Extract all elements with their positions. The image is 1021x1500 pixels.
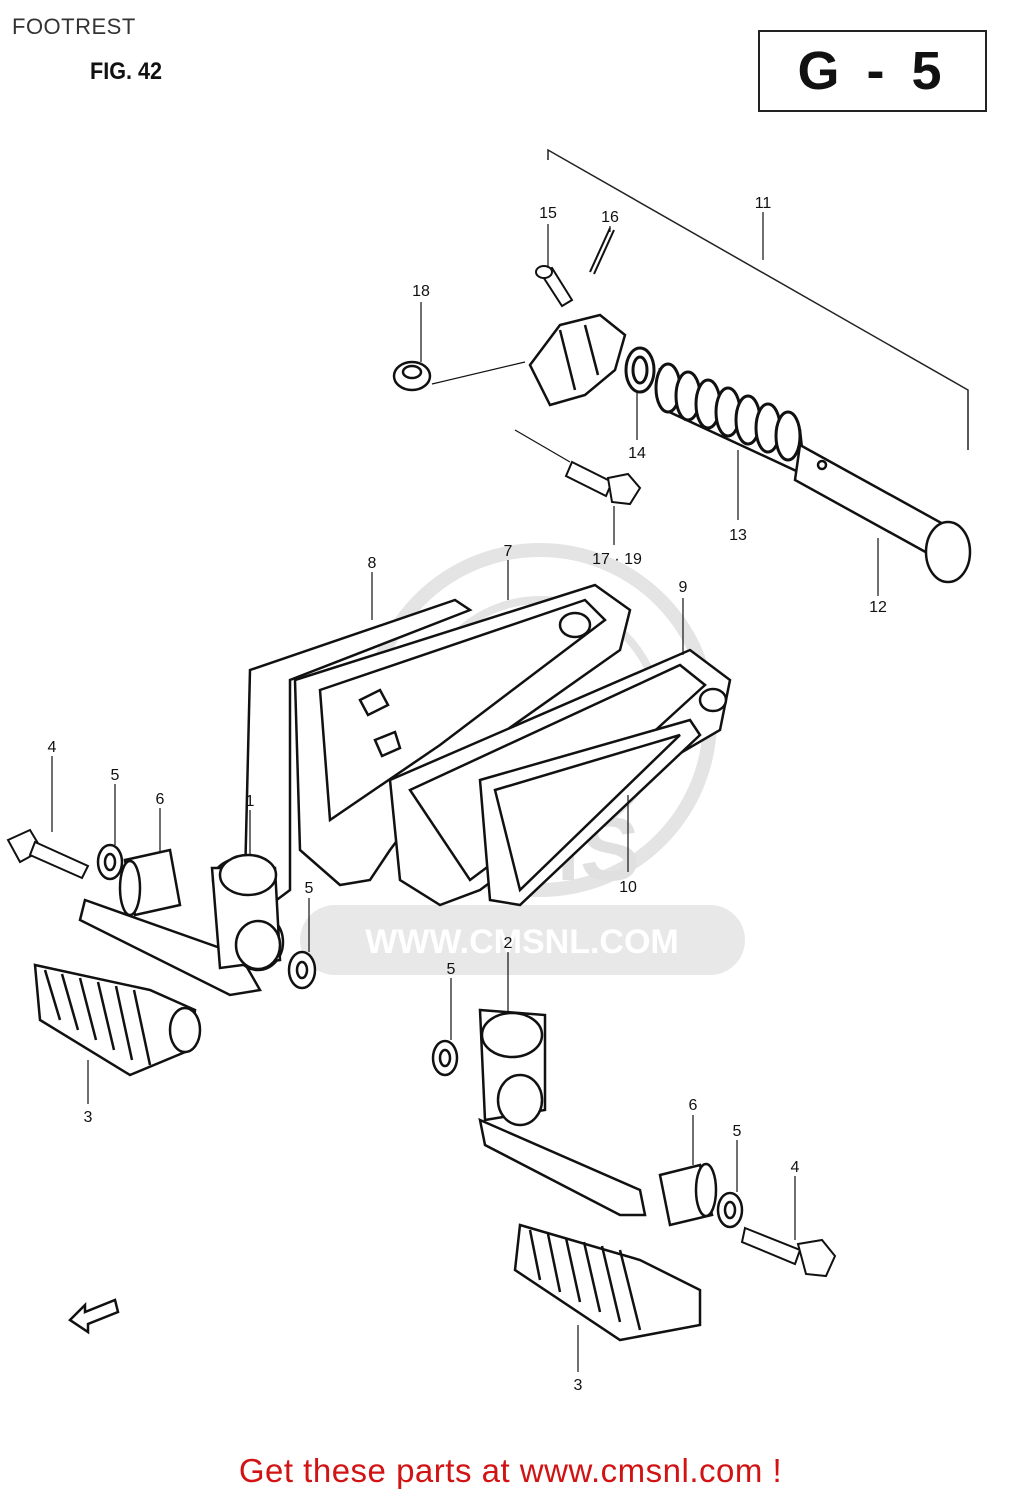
- footrest-rubber-3-right: [513, 1223, 702, 1342]
- callout-9: 9: [679, 579, 688, 596]
- callout-5-right: 5: [733, 1123, 742, 1140]
- callout-4-left: 4: [48, 739, 57, 756]
- footrest-rubber-13: [654, 362, 807, 478]
- callout-4-right: 4: [791, 1159, 800, 1176]
- washer-5-left: [96, 843, 124, 881]
- callout-labels: 11 15 16 18 14 13 17 · 19 12 8 7 9 4 5 6…: [48, 195, 887, 1394]
- callout-12: 12: [869, 599, 887, 616]
- callout-6-left: 6: [156, 791, 165, 808]
- bolt-17-19: [564, 460, 642, 506]
- callout-2: 2: [504, 935, 513, 952]
- section-code-box: G - 5: [758, 30, 987, 112]
- footrest-arm-2: [478, 1008, 647, 1217]
- bushing-6-right: [658, 1162, 718, 1227]
- footrest-arm-1: [78, 853, 285, 997]
- bolt-4-right: [740, 1226, 837, 1278]
- footrest-bracket: [528, 313, 627, 407]
- footrest-bar-12: [793, 443, 972, 584]
- callout-1: 1: [246, 793, 255, 810]
- footrest-cover-10: [478, 718, 702, 907]
- cotter-pin-16: [589, 227, 615, 275]
- washer-5-mid: [287, 950, 317, 990]
- callout-18: 18: [412, 283, 430, 300]
- callout-10: 10: [619, 879, 637, 896]
- watermark-url-text: WWW.CMSNL.COM: [365, 923, 679, 961]
- washer-14: [624, 346, 656, 394]
- callout-3-right: 3: [574, 1377, 583, 1394]
- callout-5-right-top: 5: [447, 961, 456, 978]
- callout-5-left: 5: [111, 767, 120, 784]
- callout-7: 7: [504, 543, 513, 560]
- pin-15: [535, 265, 574, 308]
- callout-11: 11: [755, 195, 772, 212]
- callout-8: 8: [368, 555, 377, 572]
- footer-parts-link[interactable]: Get these parts at www.cmsnl.com !: [238, 1452, 783, 1489]
- callout-17-19: 17 · 19: [592, 551, 642, 568]
- callout-16: 16: [601, 209, 619, 226]
- callout-3-left: 3: [84, 1109, 93, 1126]
- washer-5-right-top: [431, 1039, 459, 1077]
- callout-15: 15: [539, 205, 557, 222]
- callout-14: 14: [628, 445, 646, 462]
- figure-label: FIG. 42: [90, 58, 163, 85]
- front-direction-arrow-icon: [68, 1298, 120, 1335]
- callout-6-right: 6: [689, 1097, 698, 1114]
- bolt-4-left: [6, 828, 90, 880]
- callout-13: 13: [729, 527, 747, 544]
- callout-5-mid: 5: [305, 880, 314, 897]
- leader-lines: [51, 212, 879, 1372]
- nut-18: [392, 360, 432, 392]
- washer-5-right: [716, 1191, 744, 1229]
- footrest-rubber-3-left: [33, 963, 202, 1077]
- page-title: FOOTREST: [12, 14, 136, 39]
- bushing-6-left: [118, 848, 182, 917]
- group-11-bracket: [547, 148, 969, 450]
